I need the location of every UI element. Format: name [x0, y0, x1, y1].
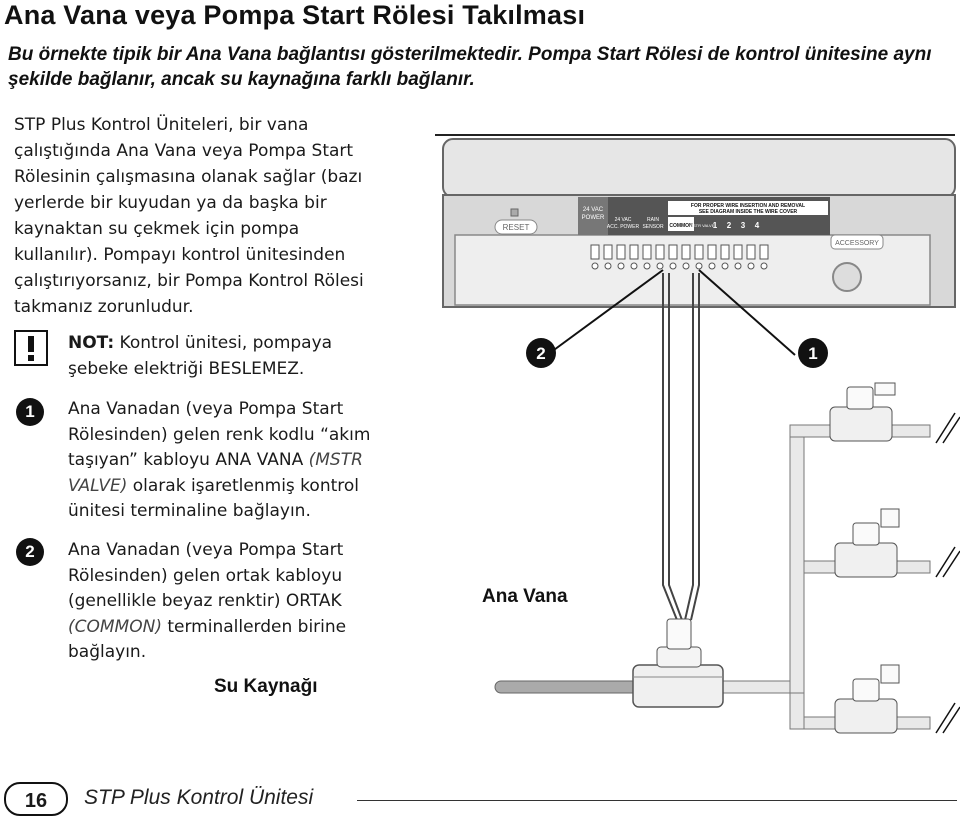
warning-line-1: FOR PROPER WIRE INSERTION AND REMOVAL: [691, 203, 805, 209]
note-text: Kontrol ünitesi, pompaya şebeke elektriğ…: [68, 333, 333, 379]
reset-label: RESET: [503, 223, 530, 232]
step-1-text-a: Ana Vanadan (veya Pompa Start Rölesinden…: [68, 399, 371, 470]
zone-valve-2: [803, 508, 960, 578]
station-1-label: 1: [713, 221, 718, 230]
step-2-badge: 2: [16, 538, 44, 566]
step-2-text-a: Ana Vanadan (veya Pompa Start Rölesinden…: [68, 540, 344, 611]
step-1-text-b: olarak işaretlenmiş kontrol ünitesi term…: [68, 475, 360, 522]
callout-line-1: [698, 269, 796, 356]
callout-2-number: 2: [536, 344, 545, 363]
step-1-badge: 1: [16, 398, 44, 426]
step-2-text: Ana Vanadan (veya Pompa Start Rölesinden…: [68, 538, 388, 666]
accessory-knob: [832, 262, 862, 292]
page-subtitle: Bu örnekte tipik bir Ana Vana bağlantısı…: [8, 44, 932, 90]
callout-line-2: [542, 269, 664, 359]
station-2-label: 2: [727, 221, 732, 230]
zone-valve-3: [789, 664, 960, 734]
water-source-label: Su Kaynağı: [214, 676, 318, 697]
main-valve: [632, 618, 724, 708]
page-number: 16: [4, 782, 68, 816]
terminal-strip: [590, 244, 769, 270]
valve-wires: [662, 273, 700, 621]
acc-label-2: ACC. POWER: [607, 224, 640, 230]
note-paragraph: NOT: Kontrol ünitesi, pompaya şebeke ele…: [68, 330, 388, 382]
warning-line-2: SEE DIAGRAM INSIDE THE WIRE COVER: [699, 209, 798, 215]
station-4-label: 4: [755, 221, 760, 230]
callout-2-badge: [526, 338, 556, 368]
zone-valve-1: [789, 382, 960, 444]
power-label-1: 24 VAC: [583, 207, 604, 213]
exclamation-icon: [14, 330, 48, 366]
step-1-text: Ana Vanadan (veya Pompa Start Rölesinden…: [68, 397, 388, 525]
rain-label-1: RAIN: [647, 217, 659, 223]
step-2-text-italic: (COMMON): [68, 616, 162, 637]
intro-paragraph: STP Plus Kontrol Üniteleri, bir vana çal…: [14, 115, 364, 317]
wiring-diagram: RESET ACCESSORY 24 VAC POWER 24 VAC ACC.…: [435, 134, 960, 734]
power-label-2: POWER: [582, 215, 605, 221]
page-title: Ana Vana veya Pompa Start Rölesi Takılma…: [4, 0, 586, 30]
acc-label-1: 24 VAC: [615, 217, 632, 223]
note-label: NOT:: [68, 333, 115, 353]
callout-1-badge: [798, 338, 828, 368]
step-1-text-italic: (MSTR VALVE): [68, 450, 363, 496]
step-2-text-b: terminallerden birine bağlayın.: [68, 616, 347, 663]
footer-title: STP Plus Kontrol Ünitesi: [84, 786, 314, 809]
mstr-label: MSTR VALVE: [690, 223, 715, 228]
main-line-pipe: [719, 680, 801, 694]
accessory-label: ACCESSORY: [835, 240, 879, 247]
common-label: COMMON: [669, 223, 693, 229]
water-source-pipe: [494, 680, 641, 694]
rain-label-2: SENSOR: [642, 224, 664, 230]
riser-pipe: [789, 424, 805, 694]
footer-divider: [357, 800, 957, 801]
controller-unit: RESET ACCESSORY 24 VAC POWER 24 VAC ACC.…: [435, 134, 956, 308]
main-valve-label: Ana Vana: [482, 586, 568, 607]
station-3-label: 3: [741, 221, 746, 230]
callout-1-number: 1: [808, 344, 817, 363]
